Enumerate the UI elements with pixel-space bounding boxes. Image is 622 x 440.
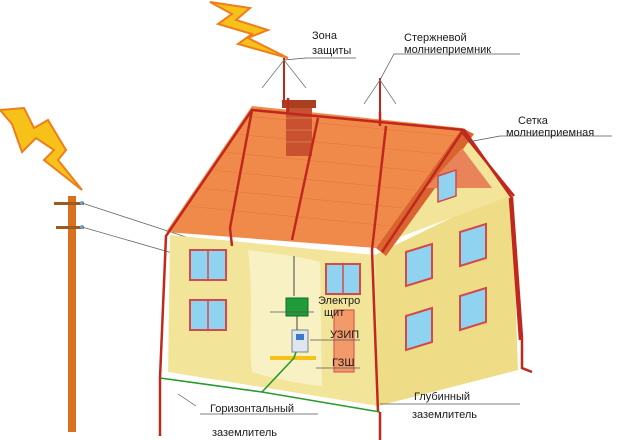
label-rod-line1: Стержневой: [404, 32, 467, 44]
window: [189, 249, 227, 281]
window: [405, 242, 433, 288]
lightning-bolt-right-icon: [209, 1, 289, 59]
window: [459, 286, 487, 332]
label-horizontal-ground: Горизонтальный заземлитель: [210, 403, 294, 439]
door: [333, 309, 355, 373]
label-mesh-line1: Сетка: [518, 115, 549, 127]
label-protection-zone-line1: Зона: [312, 30, 338, 42]
label-spd: УЗИП: [330, 329, 359, 341]
label-protection-zone-line2: защиты: [312, 45, 351, 57]
label-lightning-mesh: Сетка молниеприемная: [506, 115, 594, 139]
grounding-system: [158, 197, 533, 440]
label-deep-line1: Глубинный: [414, 391, 470, 403]
window: [405, 306, 433, 352]
label-electrical-panel: Электро щит: [318, 295, 360, 319]
label-horizontal-line2: заземлитель: [212, 427, 277, 439]
window: [189, 299, 227, 331]
label-panel-line1: Электро: [318, 295, 360, 307]
label-horizontal-line1: Горизонтальный: [210, 403, 294, 415]
label-deep-line2: заземлитель: [412, 409, 477, 421]
leader-lines: [177, 53, 612, 415]
label-rod-arrester: Стержневой молниеприемник: [404, 32, 491, 56]
windows: [189, 168, 487, 352]
label-mesh-line2: молниеприемная: [506, 127, 594, 139]
label-main-bus: ГЗШ: [332, 357, 354, 369]
electrical-panel: [285, 297, 309, 353]
lightning-mesh: [158, 98, 524, 413]
window: [325, 263, 361, 295]
label-protection-zone: Зона защиты: [312, 30, 351, 57]
lightning-bolt-left-icon: [0, 106, 83, 191]
rod-arrester-left: [261, 58, 307, 104]
window: [459, 222, 487, 268]
label-panel-line2: щит: [324, 307, 344, 319]
rod-arrester-right: [363, 78, 397, 118]
label-deep-ground: Глубинный заземлитель: [412, 391, 477, 421]
label-rod-line2: молниеприемник: [404, 44, 491, 56]
window: [437, 168, 457, 204]
